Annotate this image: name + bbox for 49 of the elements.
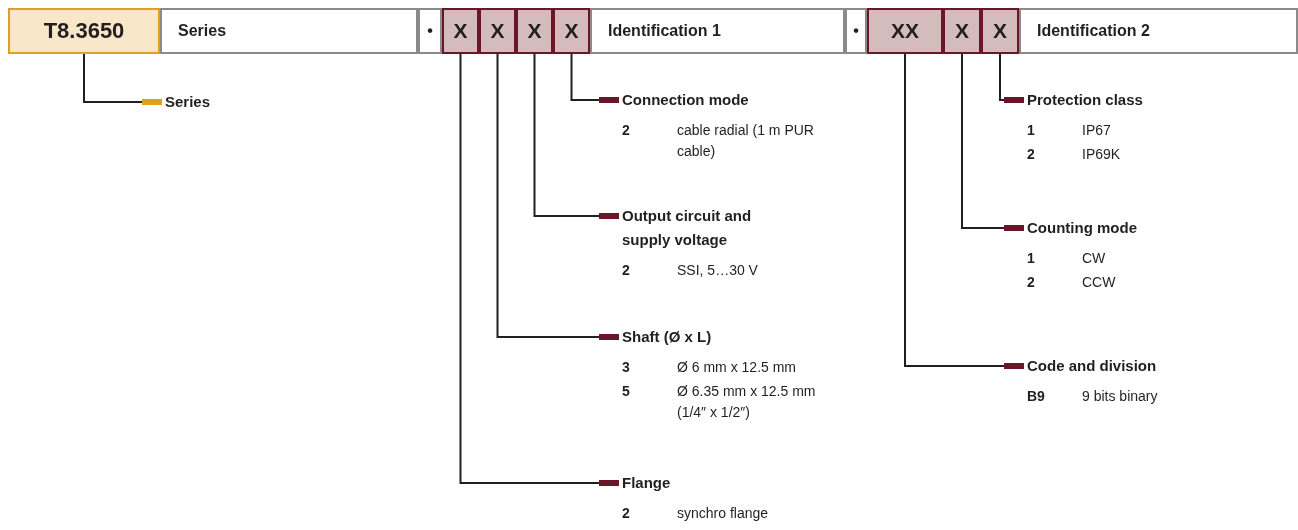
placeholder-field: X — [479, 8, 516, 54]
option-description: cable radial (1 m PUR cable) — [677, 121, 815, 161]
option-heading: Flange — [622, 473, 672, 493]
option-description: Ø 6 mm x 12.5 mm — [677, 358, 798, 377]
option-description: CCW — [1082, 273, 1117, 292]
header-field: • — [418, 8, 442, 54]
placeholder-field: XX — [867, 8, 943, 54]
leader-line — [999, 53, 1025, 103]
option-description: 9 bits binary — [1082, 387, 1159, 406]
option-heading: Series — [165, 92, 212, 112]
placeholder-field: X — [516, 8, 553, 54]
leader-line — [459, 53, 620, 486]
option-code: 2 — [1027, 145, 1036, 164]
option-description: synchro flange — [677, 504, 770, 523]
leader-line — [533, 53, 620, 219]
option-code: 1 — [1027, 249, 1036, 268]
option-heading: Output circuit and supply voltage — [622, 206, 753, 250]
leader-line — [496, 53, 620, 340]
option-description: IP69K — [1082, 145, 1122, 164]
option-description: CW — [1082, 249, 1107, 268]
placeholder-field: X — [442, 8, 479, 54]
option-code: 2 — [1027, 273, 1036, 292]
leader-line — [570, 53, 620, 103]
leader-line — [961, 53, 1025, 231]
series-code-field: T8.3650 — [8, 8, 160, 54]
header-field: • — [845, 8, 867, 54]
placeholder-field: X — [943, 8, 981, 54]
header-field: Identification 2 — [1019, 8, 1298, 54]
option-code: 3 — [622, 358, 631, 377]
option-code: 5 — [622, 382, 631, 401]
header-field: Identification 1 — [590, 8, 845, 54]
option-heading: Connection mode — [622, 90, 750, 110]
option-heading: Shaft (Ø x L) — [622, 327, 713, 347]
placeholder-field: X — [981, 8, 1019, 54]
placeholder-field: X — [553, 8, 590, 54]
option-code: 2 — [622, 121, 631, 140]
leader-line — [83, 53, 163, 105]
option-heading: Counting mode — [1027, 218, 1138, 238]
header-field: Series — [160, 8, 418, 54]
option-heading: Protection class — [1027, 90, 1144, 110]
option-description: IP67 — [1082, 121, 1112, 140]
option-description: SSI, 5…30 V — [677, 261, 759, 280]
leader-line — [904, 53, 1025, 369]
option-description: Ø 6.35 mm x 12.5 mm (1/4″ x 1/2″) — [677, 382, 817, 422]
option-code: B9 — [1027, 387, 1046, 406]
option-code: 1 — [1027, 121, 1036, 140]
option-code: 2 — [622, 504, 631, 523]
option-code: 2 — [622, 261, 631, 280]
option-heading: Code and division — [1027, 356, 1158, 376]
